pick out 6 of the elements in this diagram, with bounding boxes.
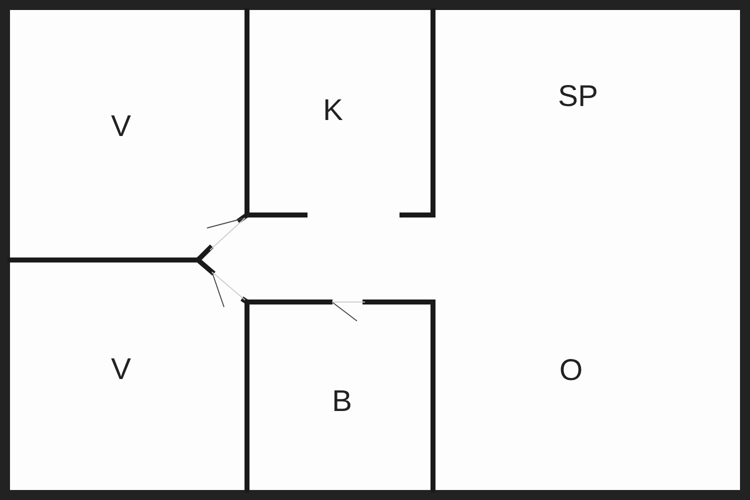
room-label: V: [111, 112, 131, 142]
room-label: K: [323, 96, 343, 126]
room-label: O: [559, 356, 583, 386]
room-label: SP: [558, 82, 598, 112]
room-label: B: [332, 387, 352, 417]
room-label: V: [111, 355, 131, 385]
